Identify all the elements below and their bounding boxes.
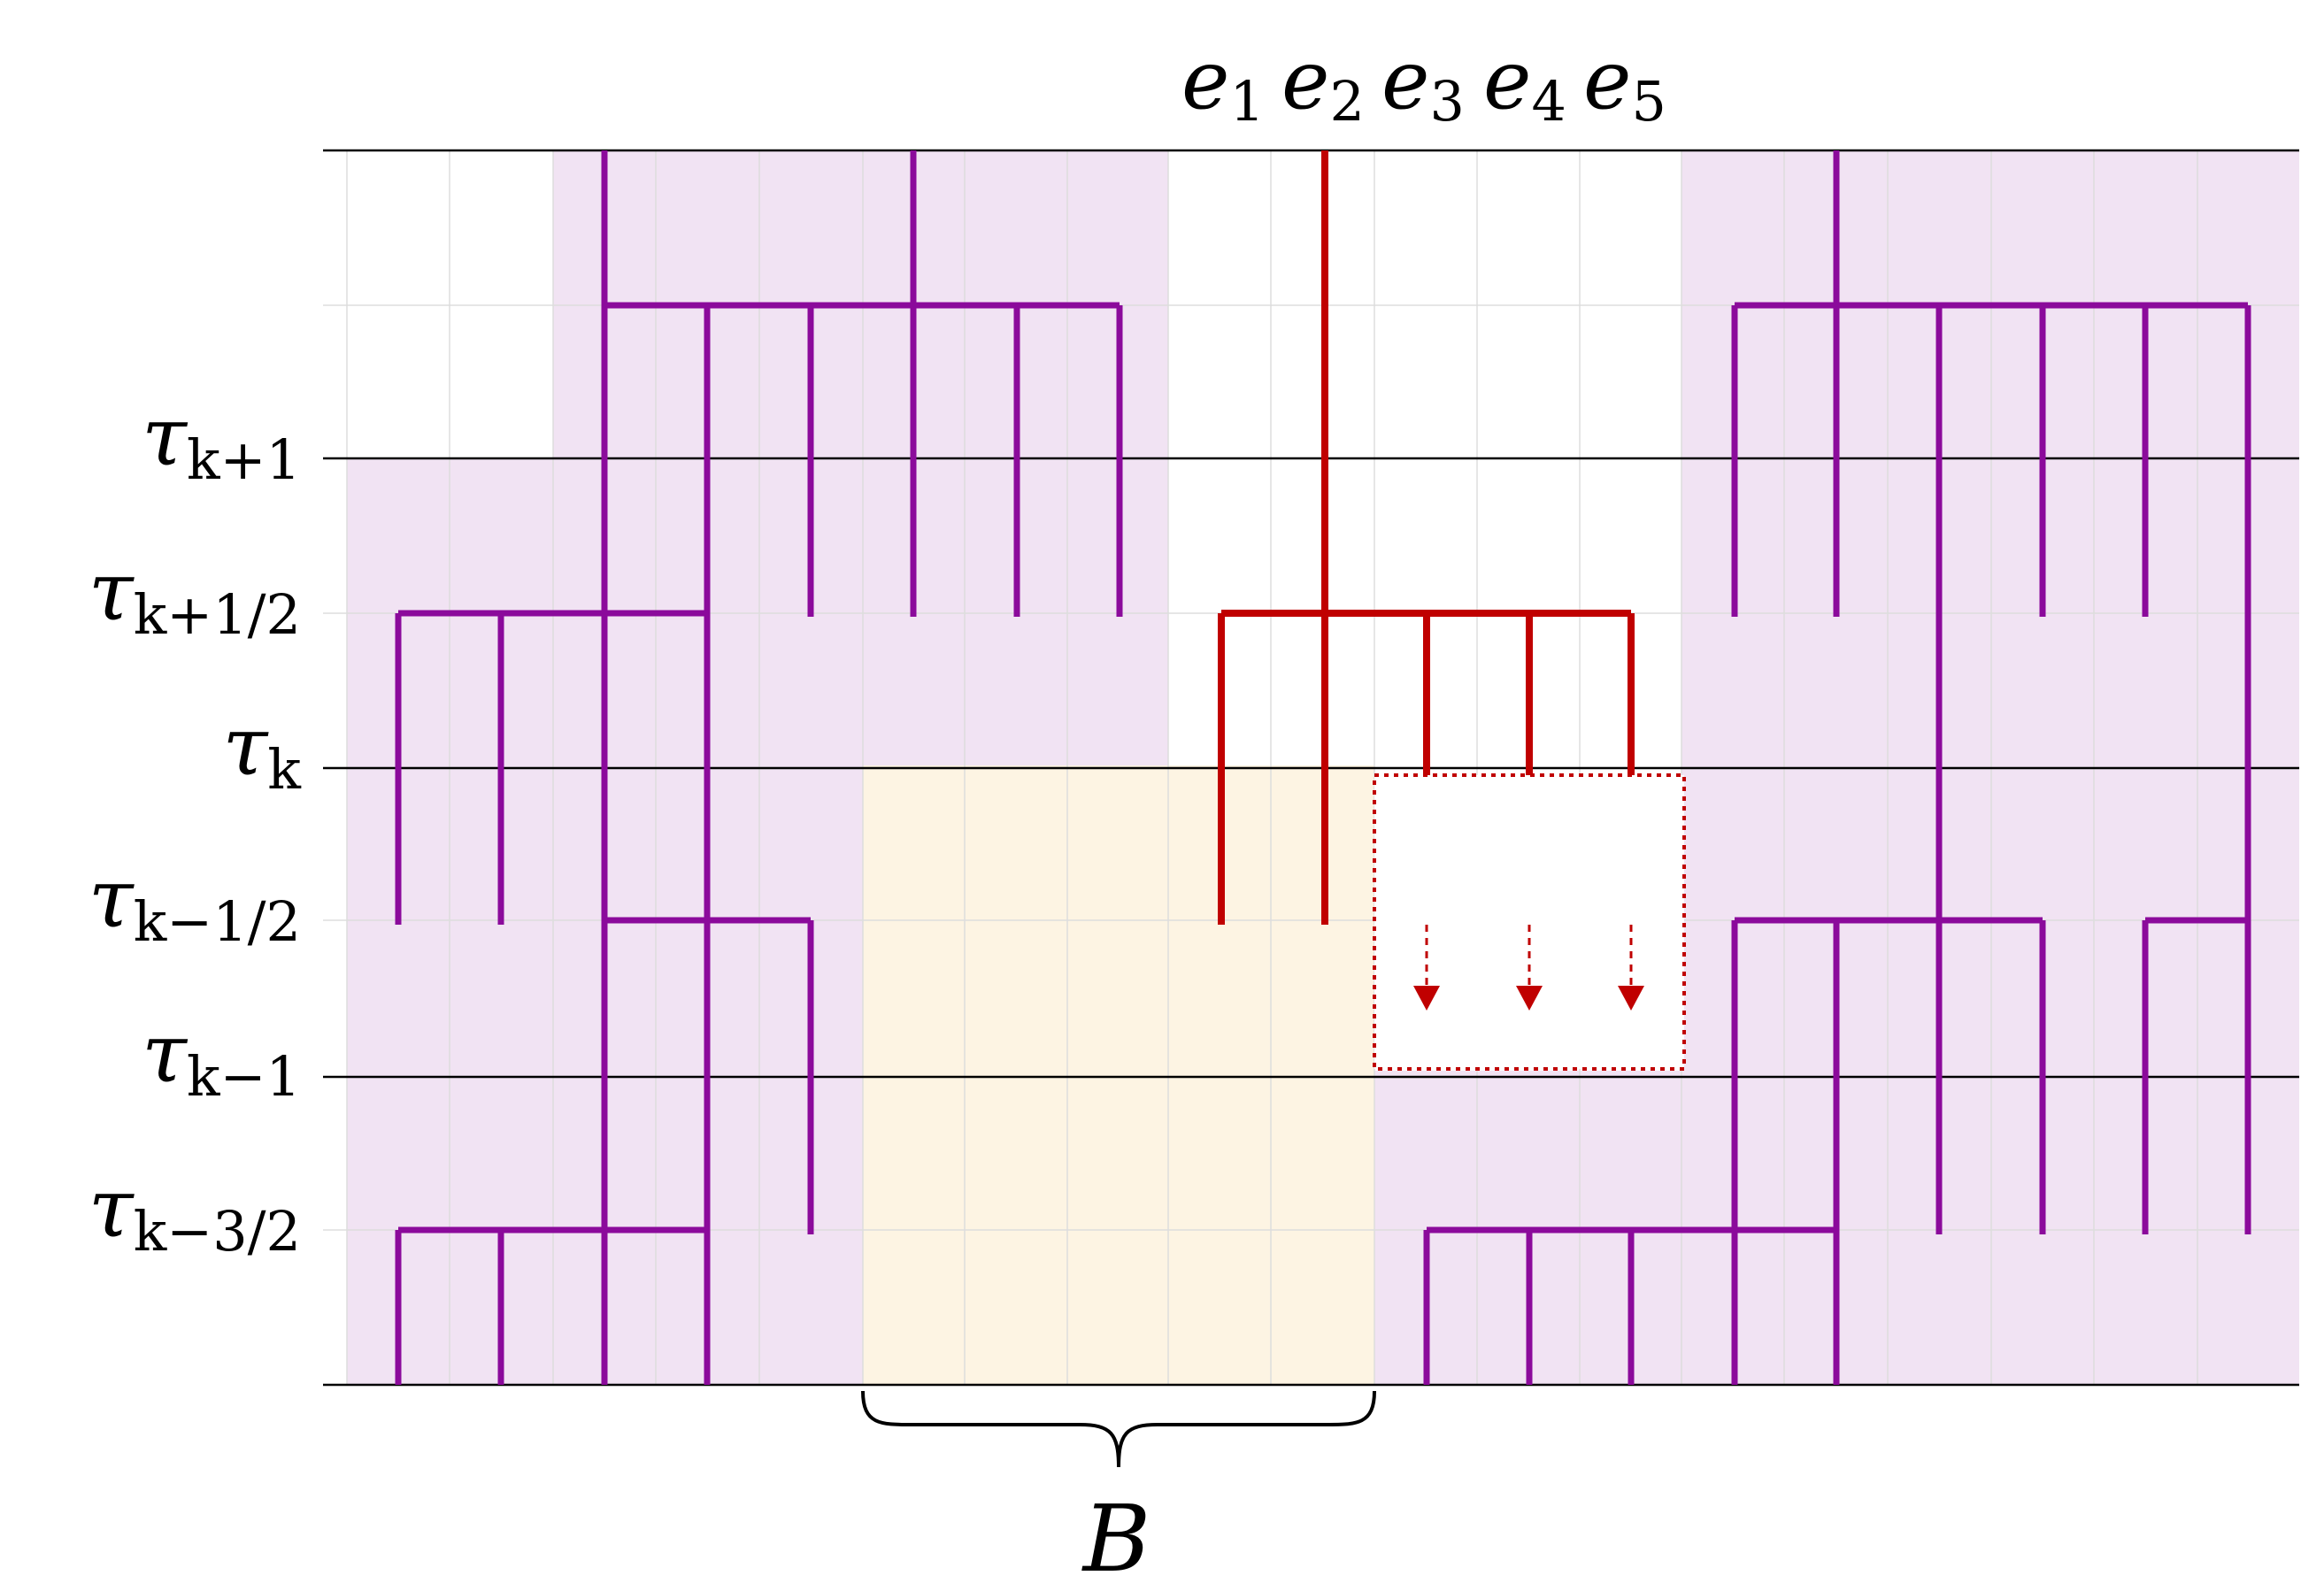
brace xyxy=(861,1390,1376,1468)
level-labels: τk+1 τk+1/2 τk τk−1/2 τk−1 τk−3/2 xyxy=(88,389,302,1264)
brace-label-b: B xyxy=(1081,1485,1150,1591)
purple-trees xyxy=(395,150,2251,1385)
edge-labels: e1 e2 e3 e4 e5 xyxy=(1181,33,1666,134)
level-lines xyxy=(323,149,2299,1387)
level-label-k: τk xyxy=(223,699,302,802)
level-label-k-minus-3-halves: τk−3/2 xyxy=(88,1161,301,1264)
dotted-box xyxy=(1373,773,1686,1071)
level-label-k-minus-half: τk−1/2 xyxy=(88,851,301,954)
edge-label-e1: e1 xyxy=(1181,33,1265,134)
level-label-k-plus-half: τk+1/2 xyxy=(88,544,301,647)
edge-label-e5: e5 xyxy=(1583,33,1666,134)
yellow-region-b xyxy=(863,765,1374,1385)
edge-label-e4: e4 xyxy=(1483,33,1566,134)
level-label-k-minus-1: τk−1 xyxy=(142,1006,301,1109)
level-label-k-plus-1: τk+1 xyxy=(142,389,301,492)
edge-label-e2: e2 xyxy=(1281,33,1365,134)
edge-label-e3: e3 xyxy=(1381,33,1465,134)
